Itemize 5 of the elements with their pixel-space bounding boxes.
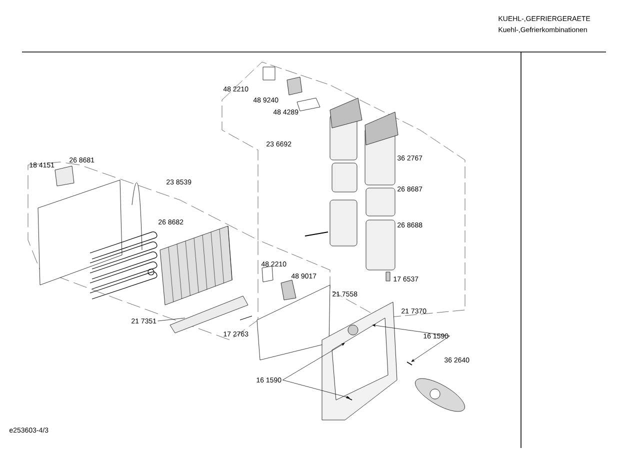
leader-line [411, 336, 450, 362]
leader-line [158, 318, 186, 322]
leader-line [282, 343, 345, 380]
leader-line [372, 324, 450, 336]
leader-line [282, 380, 350, 398]
